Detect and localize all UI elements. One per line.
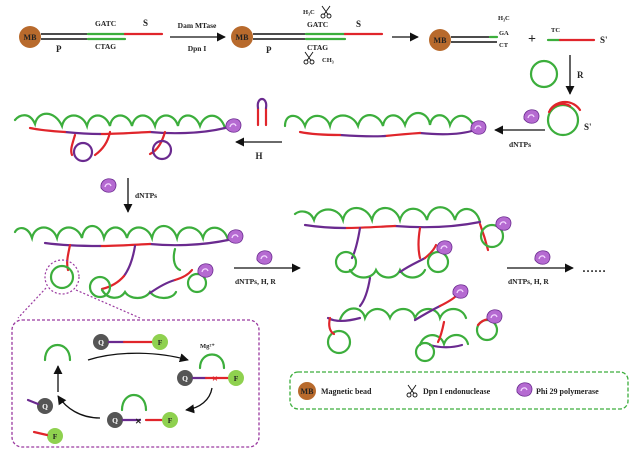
- arrow-dntps-h-r-2: dNTPs, H, R: [507, 250, 574, 286]
- probe-p-label-2: P: [266, 45, 272, 55]
- arrow-dam-mtase: Dam MTase Dpn I: [170, 21, 226, 53]
- s-prime-label-2: S': [584, 122, 592, 132]
- r-label: R: [577, 70, 584, 80]
- legend-mb-label: MB: [301, 387, 315, 396]
- q-label-4: Q: [42, 402, 48, 411]
- legend-phi-label: Phi 29 polymerase: [536, 387, 599, 396]
- legend-box: [289, 371, 629, 410]
- polymerase-icon: [452, 284, 469, 299]
- polymerase-icon: [227, 229, 244, 244]
- mb-label-1: MB: [24, 33, 38, 42]
- q-label-2: Q: [182, 374, 188, 383]
- quencher-icon-3: [107, 412, 123, 428]
- circular-template: [529, 59, 559, 89]
- gatc-label-2: GATC: [307, 20, 328, 29]
- branched-product-1: [13, 224, 244, 300]
- h-label: H: [255, 151, 262, 161]
- magnetic-bead-3: [429, 29, 451, 51]
- polymerase-icon: [495, 216, 512, 231]
- mb-label-3: MB: [434, 36, 448, 45]
- svg-text:✕: ✕: [135, 417, 142, 426]
- h3c-label-2: H₃C: [303, 9, 315, 16]
- legend: MB Magnetic bead Dpn I endonuclease Phi …: [298, 382, 599, 400]
- polymerase-icon: [486, 309, 503, 324]
- f-label-3: F: [168, 416, 173, 425]
- f-label-4: F: [53, 432, 58, 441]
- polymerase-icon: [256, 250, 273, 265]
- dntps-label-2: dNTPs: [135, 191, 157, 200]
- ctag-label-2: CTAG: [307, 43, 328, 52]
- inset-box: [11, 319, 260, 448]
- s-prime-label-1: S': [600, 35, 608, 45]
- polymerase-icon: [470, 120, 487, 135]
- arrow-dntps-down: dNTPs: [100, 178, 157, 213]
- hairpin-h: [256, 97, 268, 127]
- svg-text:✕: ✕: [212, 375, 218, 383]
- scissors-icon: [303, 51, 315, 65]
- polymerase-icon: [100, 178, 117, 193]
- ch3-label-2: CH₃: [322, 57, 334, 64]
- arrow-dntps-h-r-1: dNTPs, H, R: [234, 250, 301, 286]
- plus-sign: +: [528, 32, 536, 47]
- fluor-icon-3: [162, 412, 178, 428]
- probe-assembly-2: MB H₃C GATC CTAG CH₃ P S: [231, 5, 384, 65]
- quencher-icon-4: [37, 398, 53, 414]
- probe-assembly-1: MB GATC CTAG P S: [19, 18, 164, 54]
- ellipsis-label: ……: [582, 261, 606, 275]
- polymerase-icon: [436, 240, 453, 255]
- arrow-h-left: H: [235, 137, 282, 161]
- polymerase-icon: [197, 263, 214, 278]
- released-strand-s-prime: TC S': [546, 27, 608, 45]
- gatc-label-1: GATC: [95, 19, 116, 28]
- quencher-icon-1: [93, 334, 109, 350]
- magnetic-bead-1: [19, 26, 41, 48]
- legend-bead-icon: [298, 382, 316, 400]
- fluor-icon-4: [47, 428, 63, 444]
- f-label-2: F: [234, 374, 239, 383]
- arrow-dntps-left: dNTPs: [494, 125, 545, 149]
- polymerase-icon: [534, 250, 551, 265]
- scissors-icon: [320, 5, 332, 19]
- q-label-3: Q: [112, 416, 118, 425]
- polymerase-icon: [225, 118, 242, 133]
- mg-label: Mg²⁺: [200, 343, 215, 350]
- inset-cycle: Q F Mg²⁺ Q ✕ F Q ✕ F Q F: [26, 334, 244, 444]
- legend-dpn-label: Dpn I endonuclease: [423, 387, 491, 396]
- ct-label-3: CT: [499, 42, 509, 49]
- zoom-circle: [44, 259, 80, 295]
- dpn-i-label: Dpn I: [188, 44, 207, 53]
- rca-product-hybridized: [13, 112, 242, 163]
- cleaved-probe: MB H₃C GA CT: [429, 15, 510, 51]
- dntps-h-r-label-1: dNTPs, H, R: [235, 277, 276, 286]
- branched-product-2: [293, 206, 512, 363]
- f-label-1: F: [158, 338, 163, 347]
- fluor-icon-2: [228, 370, 244, 386]
- zoom-line-left: [17, 287, 47, 319]
- q-label-1: Q: [98, 338, 104, 347]
- dam-mtase-label: Dam MTase: [178, 21, 217, 30]
- rca-product-1: [283, 111, 487, 138]
- scissors-icon: [406, 384, 418, 398]
- fluor-icon-1: [152, 334, 168, 350]
- ga-label-3: GA: [499, 30, 509, 37]
- strand-s-label-2: S: [356, 19, 361, 29]
- polymerase-icon: [523, 109, 540, 124]
- strand-s-label-1: S: [143, 18, 148, 28]
- polymerase-icon: [516, 382, 533, 397]
- arrow-r-down: R: [565, 55, 584, 95]
- dntps-label-1: dNTPs: [509, 140, 531, 149]
- probe-p-label-1: P: [56, 44, 62, 54]
- quencher-icon-2: [177, 370, 193, 386]
- tc-label: TC: [551, 27, 560, 34]
- template-with-primer: S': [546, 100, 592, 137]
- dntps-h-r-label-2: dNTPs, H, R: [508, 277, 549, 286]
- mb-label-2: MB: [236, 33, 250, 42]
- ctag-label-1: CTAG: [95, 42, 116, 51]
- legend-bead-label: Magnetic bead: [321, 387, 372, 396]
- magnetic-bead-2: [231, 26, 253, 48]
- h3c-label-3: H₃C: [498, 15, 510, 22]
